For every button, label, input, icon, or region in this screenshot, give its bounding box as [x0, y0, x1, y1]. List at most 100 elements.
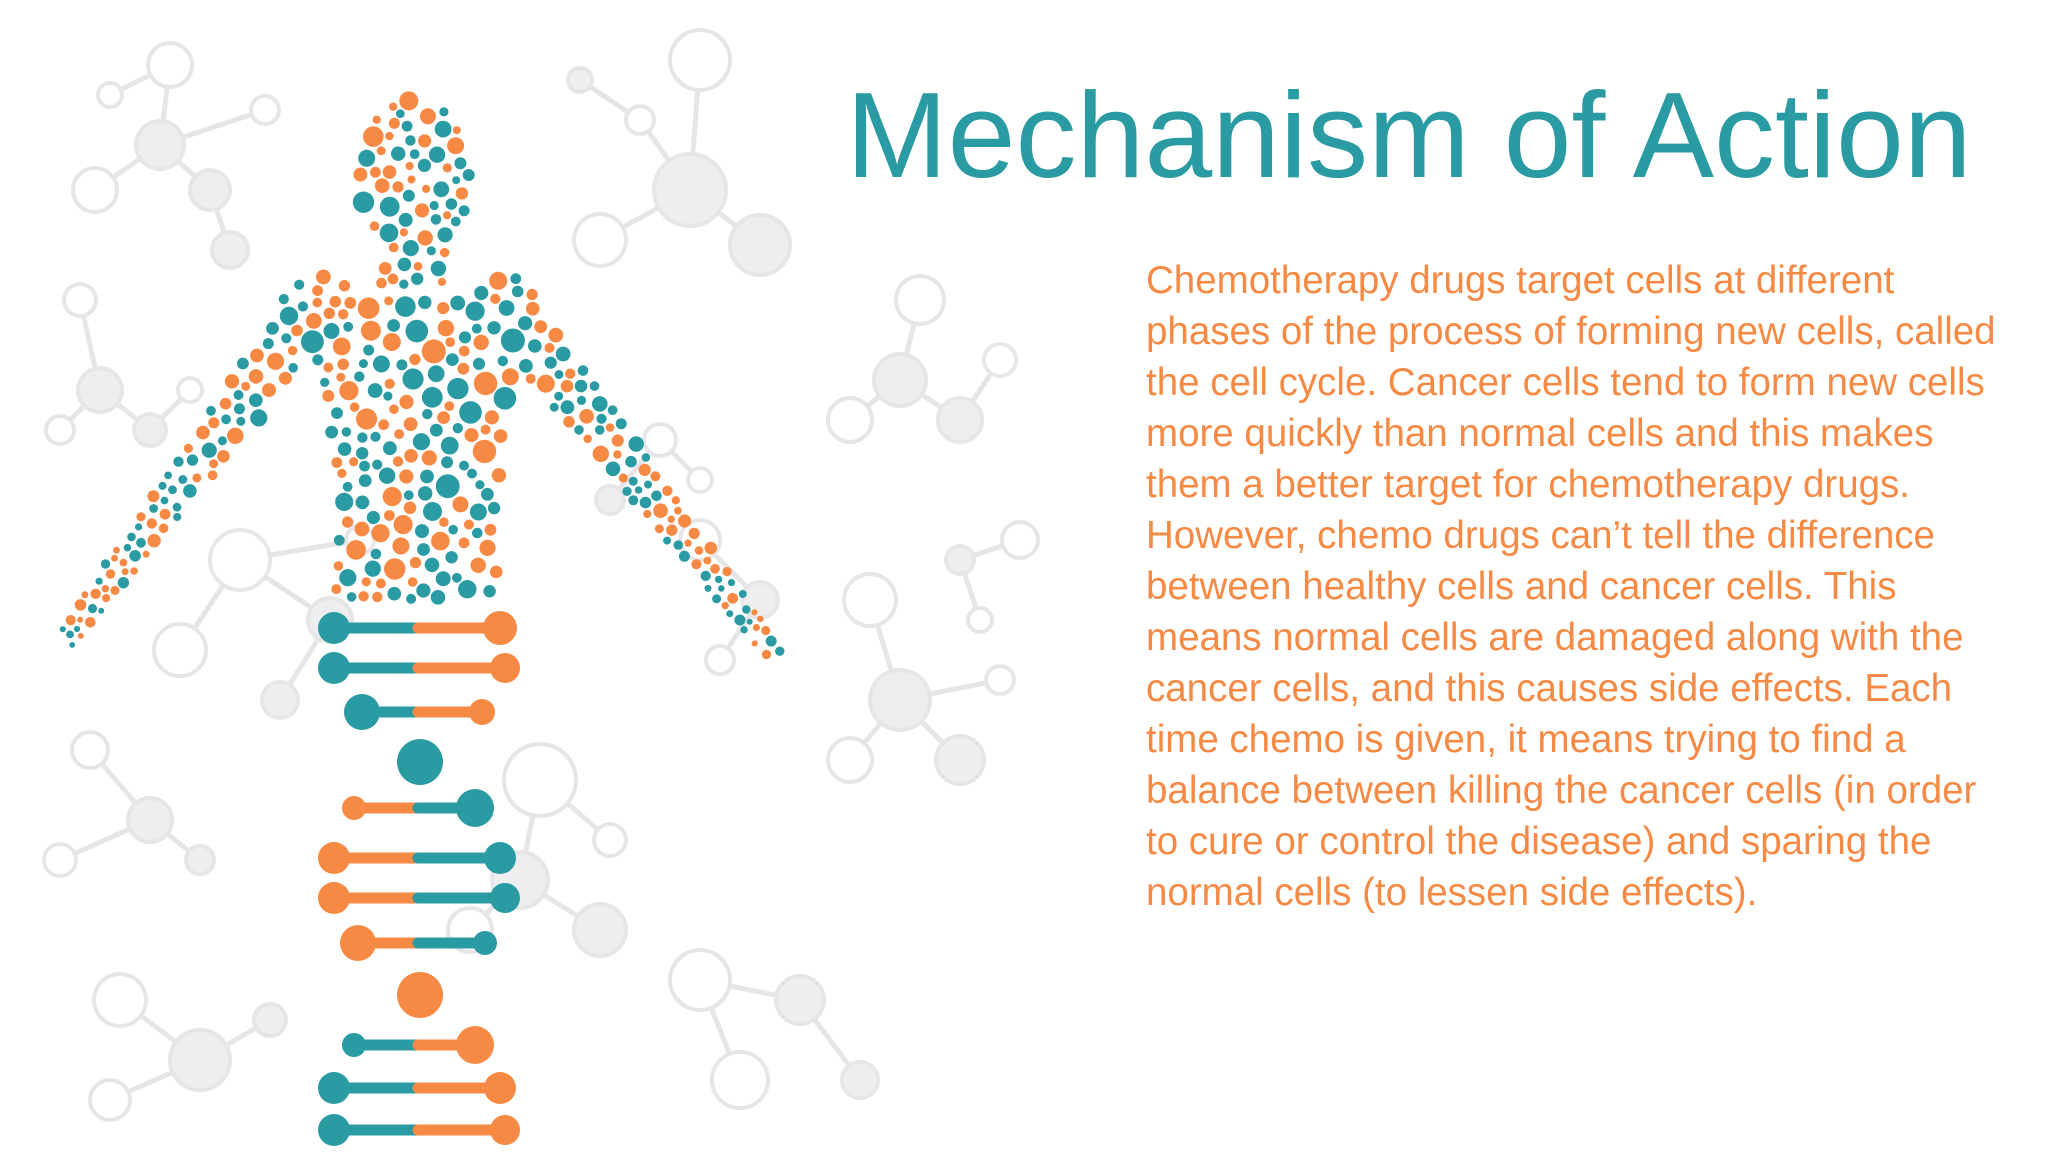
figure-dot — [337, 442, 352, 456]
molecule-atom — [668, 28, 732, 92]
dna-node — [456, 1026, 494, 1064]
figure-dot — [363, 126, 384, 147]
figure-dot — [452, 176, 461, 185]
figure-dot — [66, 630, 74, 639]
molecule-atom — [774, 974, 826, 1026]
figure-dot — [250, 409, 268, 427]
dna-node — [344, 694, 380, 730]
molecule-atom — [1000, 520, 1040, 560]
figure-dot — [164, 471, 173, 480]
figure-dot — [297, 301, 308, 312]
figure-dot — [90, 588, 101, 599]
figure-dot — [423, 502, 442, 521]
figure-dot — [421, 450, 437, 466]
figure-dot — [471, 323, 482, 334]
figure-dot — [322, 389, 335, 402]
figure-dot — [422, 184, 431, 193]
molecule-atom — [176, 376, 204, 404]
figure-dot — [331, 407, 343, 419]
figure-dot — [339, 569, 357, 587]
figure-dot — [714, 575, 723, 584]
figure-dot — [628, 495, 639, 506]
figure-dot — [576, 395, 587, 405]
molecule-atom — [96, 81, 124, 109]
molecule-atom — [249, 94, 281, 126]
figure-dot — [113, 546, 120, 554]
figure-dot — [440, 436, 459, 455]
figure-dot — [395, 296, 416, 317]
figure-dot — [371, 524, 390, 543]
figure-dot — [430, 214, 442, 225]
figure-dot — [416, 583, 431, 598]
figure-dot — [209, 459, 219, 469]
figure-dot — [421, 386, 443, 408]
figure-dot — [370, 166, 381, 178]
figure-dot — [418, 134, 432, 148]
figure-dot — [402, 240, 419, 257]
figure-dot — [98, 607, 105, 614]
figure-dot — [337, 358, 350, 371]
figure-dot — [422, 408, 433, 420]
figure-dot — [441, 456, 454, 469]
figure-dot — [534, 320, 548, 334]
figure-dot — [338, 309, 349, 320]
molecule-atom — [566, 66, 594, 94]
figure-dot — [217, 450, 230, 463]
figure-dot — [168, 485, 177, 495]
figure-dot — [650, 471, 661, 482]
figure-dot — [615, 418, 627, 430]
figure-dot — [69, 642, 76, 648]
figure-dot — [472, 357, 486, 370]
figure-dot — [560, 379, 574, 393]
figure-dot — [142, 550, 150, 558]
figure-dot — [464, 428, 479, 443]
figure-dot — [473, 371, 498, 396]
figure-dot — [288, 363, 299, 373]
figure-dot — [426, 246, 436, 256]
molecule-atom — [668, 948, 732, 1012]
figure-dot — [465, 301, 485, 321]
figure-dot — [85, 617, 96, 628]
figure-dot — [404, 449, 418, 463]
molecule-atom — [152, 622, 208, 678]
figure-dot — [149, 504, 159, 513]
figure-dot — [159, 508, 171, 520]
figure-dot — [305, 313, 322, 329]
figure-dot — [331, 457, 343, 468]
figure-dot — [493, 387, 517, 410]
figure-dot — [221, 414, 232, 425]
figure-dot — [555, 346, 571, 362]
figure-dot — [403, 417, 418, 431]
dna-node — [342, 1033, 366, 1057]
figure-dot — [429, 423, 443, 437]
figure-dot — [399, 394, 414, 410]
figure-dot — [459, 401, 482, 424]
figure-dot — [366, 510, 380, 525]
figure-dot — [358, 474, 372, 487]
figure-dot — [433, 181, 450, 198]
figure-dot — [378, 262, 392, 275]
figure-dot — [445, 198, 458, 210]
figure-dot — [439, 107, 449, 117]
figure-dot — [356, 408, 378, 430]
figure-dot — [651, 490, 662, 502]
figure-dot — [447, 377, 469, 400]
figure-dot — [136, 512, 146, 522]
figure-dot — [596, 413, 607, 424]
figure-dot — [634, 486, 643, 494]
figure-dot — [403, 490, 414, 501]
figure-dot — [722, 566, 732, 577]
figure-dot — [105, 569, 116, 579]
dna-rung — [318, 611, 517, 645]
molecule-atom — [252, 1002, 288, 1038]
figure-dot — [294, 279, 305, 290]
molecule-atom — [126, 796, 174, 844]
figure-dot — [341, 427, 352, 437]
figure-dot — [525, 301, 540, 316]
figure-dot — [389, 404, 399, 415]
figure-dot — [500, 328, 525, 353]
molecule-atom — [76, 366, 124, 414]
molecule-atom — [624, 104, 656, 136]
figure-dot — [430, 590, 446, 605]
